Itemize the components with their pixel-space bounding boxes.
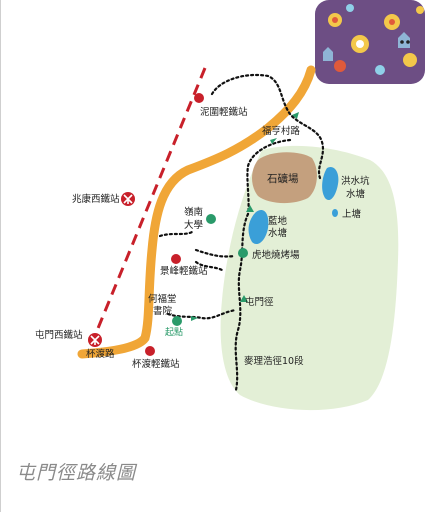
label-fuk-hang-tsuen-road: 福亨村路	[262, 125, 301, 137]
lam-tei-reservoir	[248, 209, 269, 245]
king-fung-dot	[171, 254, 181, 264]
label-ho-fuk-tong-2: 書院	[153, 305, 173, 317]
label-pui-to-station: 杯渡輕鐵站	[132, 358, 180, 370]
trail-arrow-icon	[191, 112, 299, 321]
label-upper-pond: 上塘	[342, 208, 362, 220]
label-tuen-mun-trail: 屯門徑	[245, 296, 274, 308]
label-lam-tei-1: 藍地	[268, 215, 288, 227]
label-quarry: 石礦場	[267, 172, 299, 185]
mtr-logo-icon	[88, 192, 135, 347]
label-tuen-mun-station: 屯門西鐵站	[35, 329, 83, 341]
hiking-trails	[158, 73, 324, 392]
decor-pattern	[315, 0, 425, 84]
hung-shui-hang-reservoir	[322, 166, 339, 201]
nai-wai-dot	[194, 93, 204, 103]
label-maclehose: 麥理浩徑10段	[244, 355, 304, 367]
label-lingnan-1: 嶺南	[184, 206, 203, 218]
light-rail-stations	[145, 93, 204, 356]
quarry-area	[252, 152, 317, 204]
pui-to-dot	[145, 346, 155, 356]
label-ho-fuk-tong-1: 何福堂	[148, 293, 177, 305]
label-hung-shui-hang-2: 水塘	[346, 188, 366, 200]
west-rail-line	[92, 67, 207, 339]
label-start: 起點	[165, 326, 183, 338]
label-pui-to-road: 杯渡路	[86, 348, 115, 360]
label-king-fung: 景峰輕鐵站	[160, 265, 208, 277]
label-lam-tei-2: 水塘	[268, 227, 288, 239]
lingnan-dot	[206, 214, 216, 224]
label-lingnan-2: 大學	[184, 219, 203, 231]
label-tiger-bbq: 虎地燒烤場	[252, 249, 300, 261]
label-hung-shui-hang-1: 洪水坑	[341, 175, 370, 187]
map-title: 屯門徑路線圖	[16, 462, 137, 484]
poi-markers	[172, 214, 248, 326]
upper-pond	[332, 209, 338, 217]
tiger-bbq-dot	[238, 248, 248, 258]
ho-fuk-tong-dot	[172, 316, 182, 326]
label-nai-wai: 泥圍輕鐵站	[200, 106, 248, 118]
label-siu-hong: 兆康西鐵站	[72, 193, 120, 205]
light-rail-line	[77, 65, 316, 359]
page-left-border	[0, 0, 1, 512]
